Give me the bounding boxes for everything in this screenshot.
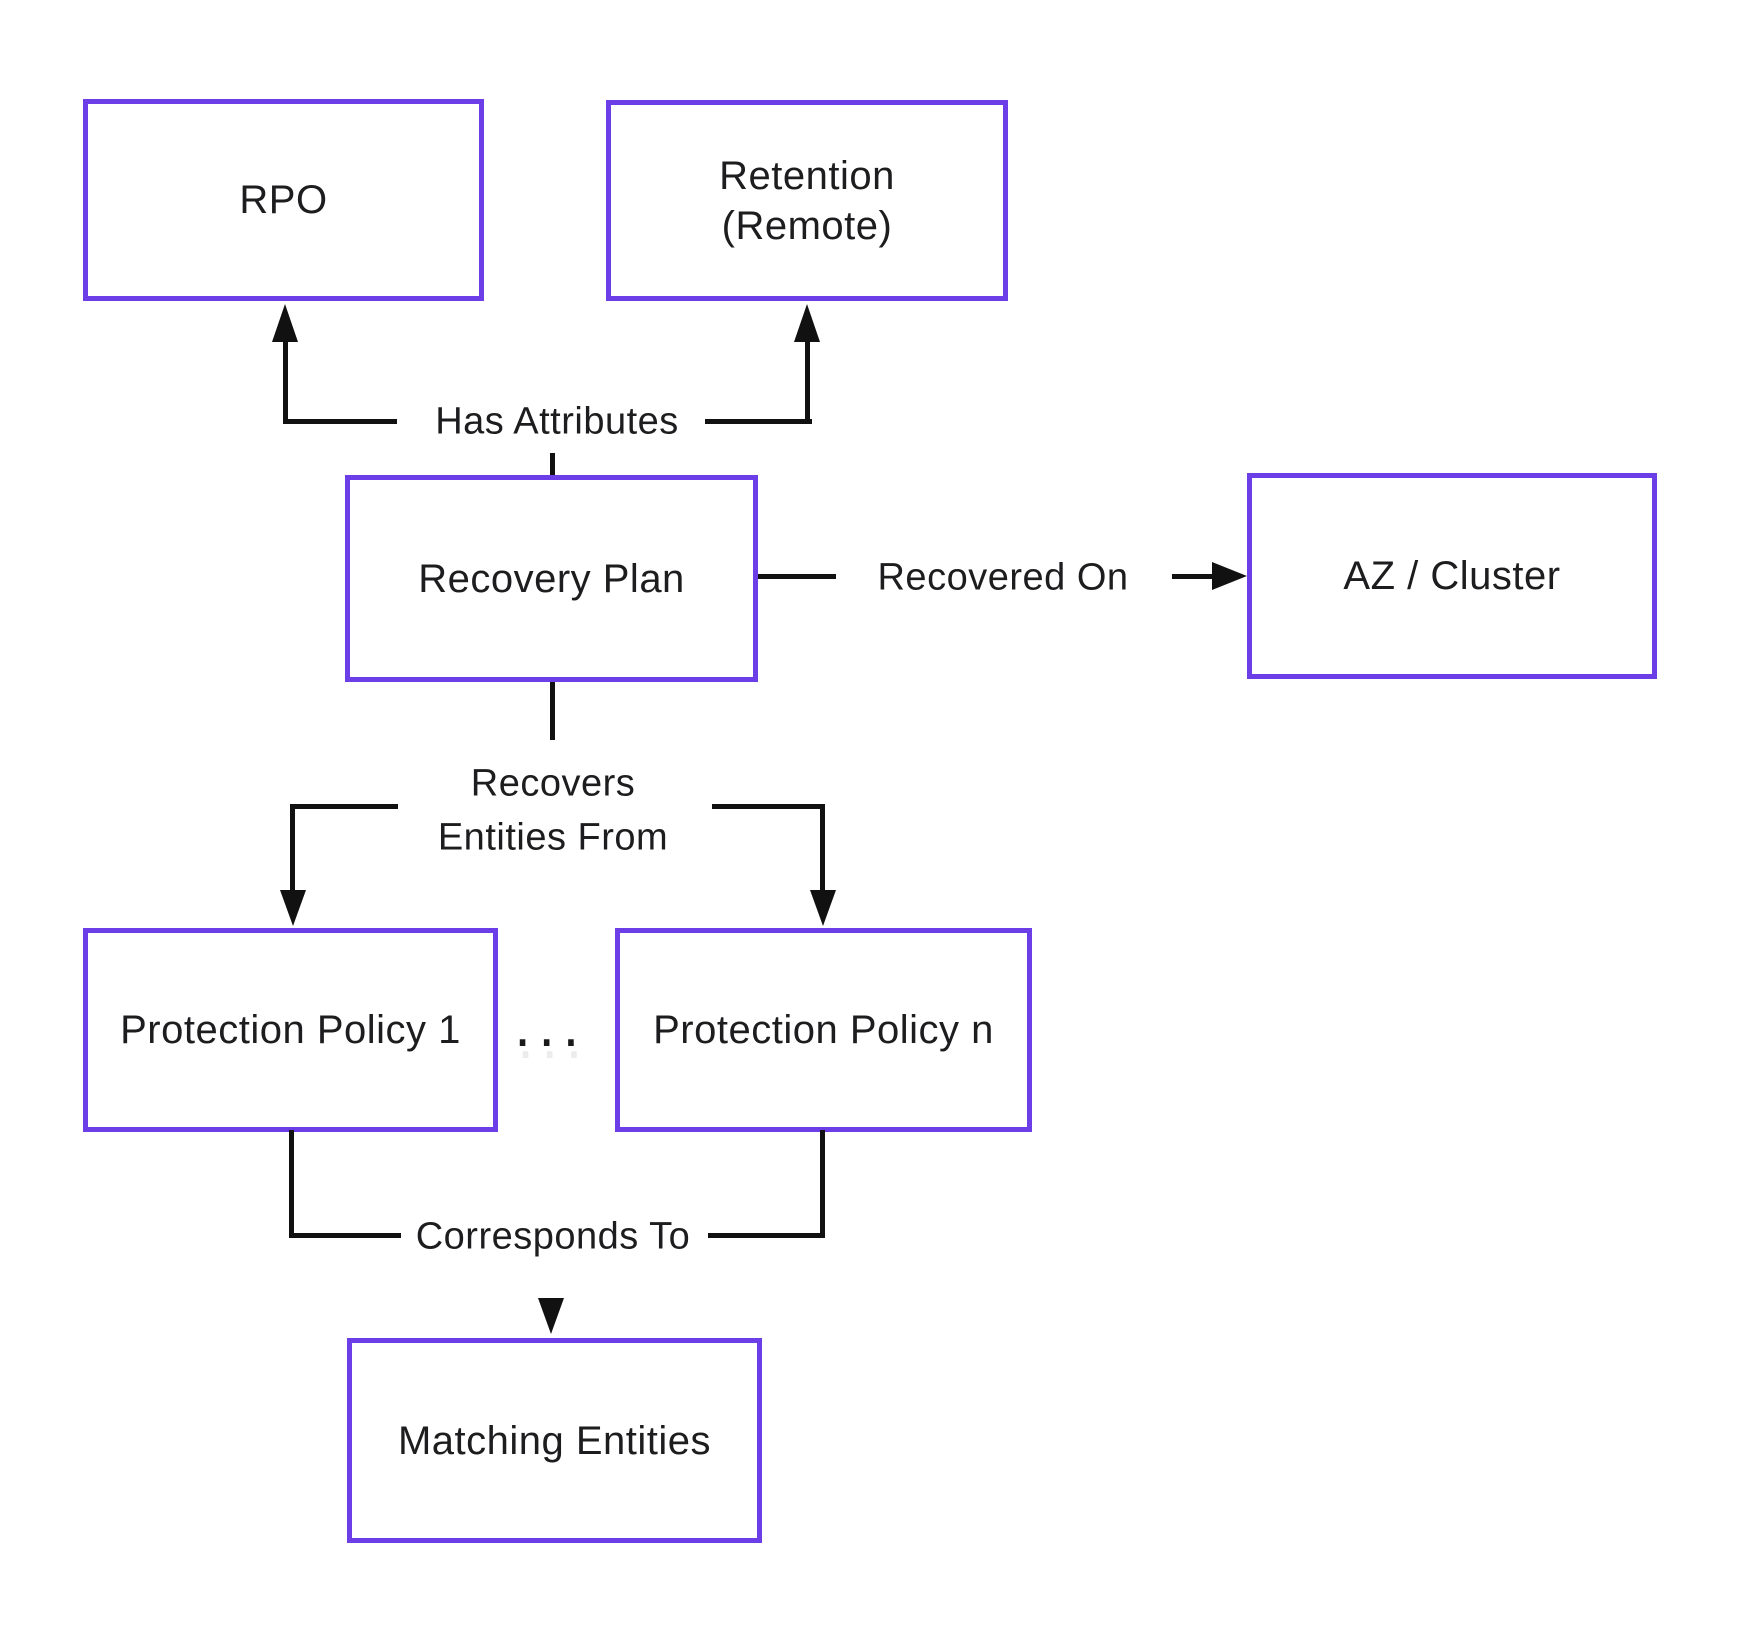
connector-recovers-left-horizontal bbox=[290, 804, 398, 809]
arrowhead-up-to-retention bbox=[794, 304, 820, 342]
connector-stub-below-recovery-plan bbox=[550, 682, 555, 740]
connector-corresponds-right-vertical bbox=[820, 1130, 825, 1238]
node-protection-policy-1: Protection Policy 1 bbox=[83, 928, 498, 1132]
node-matching-entities-label: Matching Entities bbox=[397, 1418, 712, 1463]
ellipsis-dots: ... bbox=[514, 996, 587, 1059]
node-rpo-label: RPO bbox=[239, 178, 328, 222]
edge-label-entities-from: Entities From bbox=[431, 816, 675, 860]
connector-recovers-right-vertical bbox=[820, 804, 825, 894]
arrowhead-down-to-protection-policy-1 bbox=[280, 890, 306, 926]
arrowhead-down-to-protection-policy-n bbox=[810, 890, 836, 926]
node-retention-label: Retention bbox=[719, 153, 895, 198]
edge-label-recovered-on: Recovered On bbox=[871, 556, 1135, 600]
connector-recovers-right-horizontal bbox=[712, 804, 825, 809]
node-rpo: RPO bbox=[83, 99, 484, 301]
node-recovery-plan-label: Recovery Plan bbox=[418, 556, 685, 601]
node-protection-policy-1-label: Protection Policy 1 bbox=[120, 1008, 461, 1052]
node-retention-remote: Retention (Remote) bbox=[606, 100, 1008, 301]
node-recovery-plan: Recovery Plan bbox=[345, 475, 758, 682]
connector-corresponds-left-horizontal bbox=[289, 1233, 401, 1238]
arrowhead-right-to-az-cluster bbox=[1212, 562, 1247, 590]
arrowhead-up-to-rpo bbox=[272, 304, 298, 342]
node-protection-policy-n: Protection Policy n bbox=[615, 928, 1032, 1132]
connector-stub-above-recovery-plan bbox=[550, 453, 555, 475]
connector-recovered-on-right-segment bbox=[1172, 574, 1216, 579]
connector-has-attributes-right-horizontal bbox=[705, 419, 812, 424]
connector-has-attributes-right-vertical bbox=[805, 338, 810, 424]
connector-corresponds-left-vertical bbox=[289, 1130, 294, 1238]
connector-corresponds-right-horizontal bbox=[708, 1233, 825, 1238]
node-az-cluster: AZ / Cluster bbox=[1247, 473, 1657, 679]
node-matching-entities: Matching Entities bbox=[347, 1338, 762, 1543]
arrowhead-down-to-matching-entities bbox=[538, 1298, 564, 1334]
connector-recovers-left-vertical bbox=[290, 804, 295, 894]
connector-has-attributes-left-horizontal bbox=[283, 419, 397, 424]
node-az-cluster-label: AZ / Cluster bbox=[1343, 554, 1561, 598]
edge-label-has-attributes: Has Attributes bbox=[429, 400, 685, 444]
connector-recovered-on-left-segment bbox=[758, 574, 836, 579]
node-retention-sublabel: (Remote) bbox=[721, 203, 893, 248]
edge-label-corresponds-to: Corresponds To bbox=[409, 1215, 697, 1259]
connector-has-attributes-left-vertical bbox=[283, 338, 288, 424]
node-protection-policy-n-label: Protection Policy n bbox=[653, 1008, 994, 1052]
edge-label-recovers: Recovers bbox=[464, 762, 642, 806]
